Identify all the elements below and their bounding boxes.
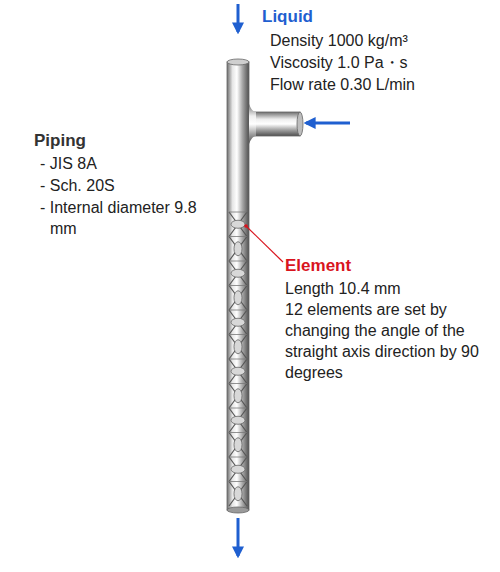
element-blade xyxy=(231,220,245,228)
property-text: Viscosity 1.0 Pa・s xyxy=(270,52,408,73)
element-blade xyxy=(231,269,245,277)
element-stroke xyxy=(229,261,247,286)
tee-joint xyxy=(249,104,256,144)
element-stroke xyxy=(229,482,247,507)
element-edge xyxy=(229,236,247,237)
element-heading: Element xyxy=(285,255,351,276)
leader-line xyxy=(246,226,283,262)
element-edge xyxy=(229,408,247,409)
element-stroke xyxy=(229,286,247,311)
element-blade xyxy=(234,291,242,305)
element-stroke xyxy=(229,335,247,360)
element-edge xyxy=(229,432,247,433)
element-edge xyxy=(229,383,247,384)
element-blade xyxy=(231,465,245,473)
element-edge xyxy=(229,212,247,213)
piping-spec: - Internal diameter 9.8 mm xyxy=(40,197,210,239)
element-stroke xyxy=(229,384,247,409)
element-stroke xyxy=(229,237,247,262)
element-edge xyxy=(229,359,247,360)
element-stroke xyxy=(229,482,247,507)
piping-spec: - JIS 8A xyxy=(40,153,97,174)
element-edge xyxy=(229,334,247,335)
element-blade xyxy=(234,487,242,501)
mixer-elements xyxy=(229,212,247,506)
element-stroke xyxy=(229,359,247,384)
element-stroke xyxy=(229,286,247,311)
inlet-arrow xyxy=(306,122,350,125)
element-edge xyxy=(229,261,247,262)
element-blade xyxy=(234,438,242,452)
pipe-end xyxy=(227,59,249,65)
element-stroke xyxy=(229,408,247,433)
outlet-arrow xyxy=(237,518,240,556)
element-stroke xyxy=(229,384,247,409)
element-blade xyxy=(234,340,242,354)
element-blade xyxy=(231,318,245,326)
element-stroke xyxy=(229,237,247,262)
piping-spec: - Sch. 20S xyxy=(40,175,115,196)
element-stroke xyxy=(229,212,247,237)
element-blade xyxy=(234,389,242,403)
element-stroke xyxy=(229,335,247,360)
element-stroke xyxy=(229,433,247,458)
piping-heading: Piping xyxy=(34,130,86,151)
inlet-arrow xyxy=(237,4,240,32)
element-stroke xyxy=(229,408,247,433)
element-edge xyxy=(229,481,247,482)
main-pipe xyxy=(227,62,249,510)
element-stroke xyxy=(229,457,247,482)
element-edge xyxy=(229,457,247,458)
element-stroke xyxy=(229,261,247,286)
property-text: Density 1000 kg/m³ xyxy=(270,30,408,51)
element-spec: Length 10.4 mm xyxy=(285,278,401,299)
fluid-heading: Liquid xyxy=(262,6,313,27)
pipe-end xyxy=(297,112,303,136)
element-edge xyxy=(229,285,247,286)
element-stroke xyxy=(229,310,247,335)
property-text: Flow rate 0.30 L/min xyxy=(270,74,415,95)
element-blade xyxy=(231,367,245,375)
element-stroke xyxy=(229,457,247,482)
element-blade xyxy=(234,242,242,256)
element-stroke xyxy=(229,310,247,335)
leader-dot xyxy=(244,224,248,228)
element-blade xyxy=(231,416,245,424)
element-edge xyxy=(229,310,247,311)
element-spec: 12 elements are set by changing the angl… xyxy=(285,299,490,383)
element-stroke xyxy=(229,359,247,384)
pipe-end xyxy=(227,507,249,513)
element-stroke xyxy=(229,433,247,458)
element-stroke xyxy=(229,212,247,237)
